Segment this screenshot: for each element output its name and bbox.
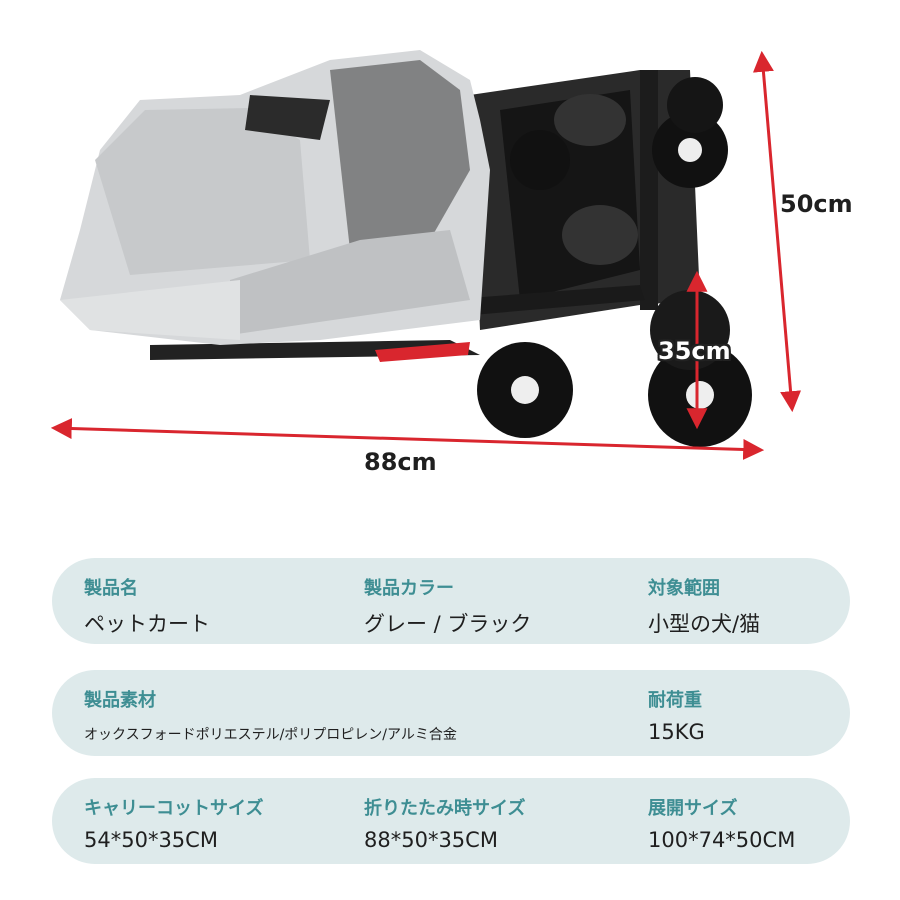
spec-label: 耐荷重 [648,690,702,711]
spec-carrycot-size: キャリーコットサイズ 54*50*35CM [84,794,263,852]
spec-product-color: 製品カラー グレー / ブラック [364,574,531,638]
spec-card-basic: 製品名 ペットカート 製品カラー グレー / ブラック 対象範囲 小型の犬/猫 [52,558,850,644]
spec-value: 54*50*35CM [84,828,218,852]
spec-label: 製品名 [84,578,138,599]
spec-label: 折りたたみ時サイズ [364,798,526,819]
product-photo-area: 88cm 50cm 35cm [50,50,853,476]
folded-stroller-image [50,50,802,460]
spec-target-range: 対象範囲 小型の犬/猫 [648,574,760,638]
spec-material: 製品素材 オックスフォードポリエステル/ポリプロピレン/アルミ合金 [84,686,457,744]
height-arrow [752,50,802,413]
spec-load-capacity: 耐荷重 15KG [648,686,705,744]
length-label: 88cm [364,448,437,476]
spec-product-name: 製品名 ペットカート [84,574,210,638]
spec-label: キャリーコットサイズ [84,798,264,819]
wheel-height-label: 35cm [658,337,731,365]
spec-value: オックスフォードポリエステル/ポリプロピレン/アルミ合金 [84,727,457,743]
spec-value: ペットカート [84,612,210,636]
spec-folded-size: 折りたたみ時サイズ 88*50*35CM [364,794,525,852]
spec-value: 15KG [648,720,705,744]
spec-value: 100*74*50CM [648,828,796,852]
spec-unfolded-size: 展開サイズ 100*74*50CM [648,794,795,852]
stroller-fabric [60,50,490,345]
spec-value: グレー / ブラック [364,612,532,636]
spec-value: 小型の犬/猫 [648,612,761,636]
spec-label: 展開サイズ [648,798,738,819]
spec-card-material: 製品素材 オックスフォードポリエステル/ポリプロピレン/アルミ合金 耐荷重 15… [52,670,850,756]
spec-label: 製品カラー [364,578,454,599]
spec-label: 対象範囲 [648,578,720,599]
height-label: 50cm [780,190,853,218]
length-arrow [50,418,765,460]
spec-card-sizes: キャリーコットサイズ 54*50*35CM 折りたたみ時サイズ 88*50*35… [52,778,850,864]
spec-label: 製品素材 [84,690,156,711]
spec-value: 88*50*35CM [364,828,498,852]
